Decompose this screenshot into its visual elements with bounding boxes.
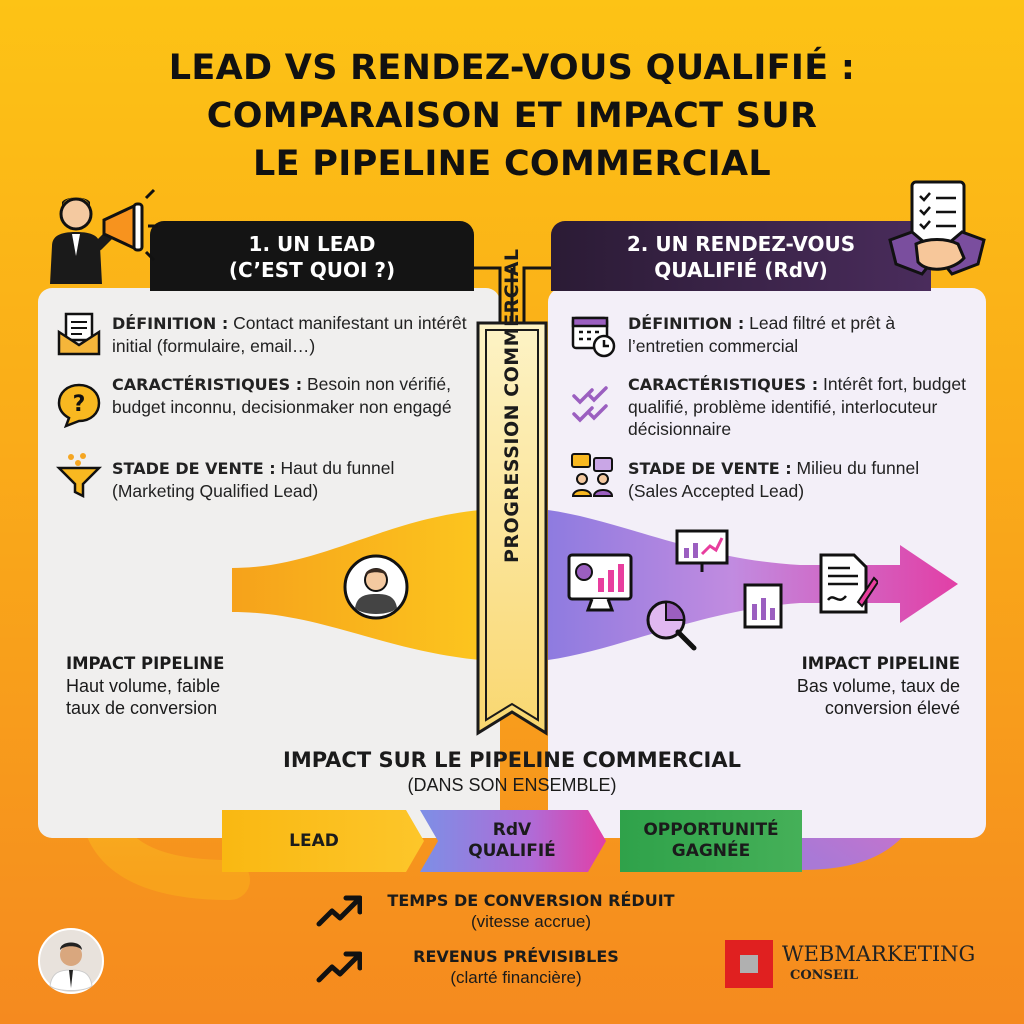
trend-up-icon: [316, 951, 362, 983]
rdv-impact: IMPACT PIPELINE Bas volume, taux de conv…: [740, 652, 960, 719]
lead-definition: DÉFINITION : Contact manifestant un inté…: [112, 312, 482, 357]
benefit-speed-subtitle: (vitesse accrue): [471, 912, 591, 931]
signed-contract-icon: [819, 553, 878, 614]
pipeline-subtitle: (DANS SON ENSEMBLE): [407, 775, 617, 795]
double-check-icon: [572, 386, 608, 423]
step-rdv-line-2: QUALIFIÉ: [468, 841, 556, 861]
chat-people-icon: [571, 453, 614, 497]
step-lead: LEAD: [222, 810, 406, 872]
brand-subname: CONSEIL: [790, 968, 859, 983]
benefit-speed: TEMPS DE CONVERSION RÉDUIT (vitesse accr…: [366, 890, 696, 932]
rdv-impact-title: IMPACT PIPELINE: [801, 654, 960, 673]
question-bubble-icon: ?: [57, 383, 101, 428]
calendar-clock-icon: [571, 316, 616, 358]
benefit-revenue-subtitle: (clarté financière): [450, 968, 582, 987]
lead-stade-label: STADE DE VENTE :: [112, 459, 276, 478]
title-line-3: LE PIPELINE COMMERCIAL: [253, 144, 771, 184]
benefit-revenue: REVENUS PRÉVISIBLES (clarté financière): [366, 946, 666, 988]
step-rdv: RdV QUALIFIÉ: [432, 810, 592, 872]
lead-caracteristiques-text: Besoin non vérifié, budget inconnu, deci…: [112, 374, 452, 417]
rdv-definition-text: Lead filtré et prêt à l’entretien commer…: [628, 313, 896, 356]
author-avatar: [38, 928, 104, 994]
rdv-caracteristiques-text: Intérêt fort, budget qualifié, problème …: [628, 374, 966, 439]
rdv-header-line-2: QUALIFIÉ (RdV): [654, 258, 828, 282]
lead-caracteristiques-label: CARACTÉRISTIQUES :: [112, 375, 303, 394]
lead-definition-label: DÉFINITION :: [112, 314, 229, 333]
funnel-icon: [56, 453, 102, 498]
svg-text:?: ?: [73, 392, 86, 417]
benefit-speed-title: TEMPS DE CONVERSION RÉDUIT: [387, 891, 675, 910]
step-opportunity-shape: [620, 810, 802, 872]
benefit-revenue-title: REVENUS PRÉVISIBLES: [413, 947, 619, 966]
trend-up-icon: [316, 895, 362, 927]
rdv-stade-text: Milieu du funnel (Sales Accepted Lead): [628, 458, 920, 501]
lead-impact-line-2: taux de conversion: [66, 698, 218, 718]
step-lead-label: LEAD: [289, 830, 339, 851]
step-opportunity: OPPORTUNITÉ GAGNÉE: [620, 810, 802, 872]
brand-logo-mark: [725, 940, 773, 988]
lead-header-line-1: 1. UN LEAD: [248, 232, 376, 256]
pie-magnifier-icon: [646, 600, 697, 651]
title-line-1: LEAD VS RENDEZ-VOUS QUALIFIÉ :: [168, 48, 856, 88]
lead-impact-line-1: Haut volume, faible: [66, 676, 221, 696]
rdv-definition-label: DÉFINITION :: [628, 314, 745, 333]
rdv-stade-label: STADE DE VENTE :: [628, 459, 792, 478]
banner-connector: [474, 266, 551, 323]
rdv-definition: DÉFINITION : Lead filtré et prêt à l’ent…: [628, 312, 968, 357]
lead-impact-title: IMPACT PIPELINE: [66, 654, 225, 673]
title-line-2: COMPARAISON ET IMPACT SUR: [206, 96, 818, 136]
lead-stade-text: Haut du funnel (Marketing Qualified Lead…: [112, 458, 395, 501]
lead-definition-text: Contact manifestant un intérêt initial (…: [112, 313, 467, 356]
lead-header: 1. UN LEAD (C’EST QUOI ?): [150, 221, 474, 291]
pipeline-section-header: IMPACT SUR LE PIPELINE COMMERCIAL (DANS …: [212, 746, 812, 796]
dashboard-monitor-icon: [567, 553, 633, 612]
rdv-header-line-1: 2. UN RENDEZ-VOUS: [626, 232, 856, 256]
rdv-stade: STADE DE VENTE : Milieu du funnel (Sales…: [628, 457, 968, 502]
step-rdv-shape: [420, 810, 606, 872]
rdv-header: 2. UN RENDEZ-VOUS QUALIFIÉ (RdV): [551, 221, 931, 291]
step-opportunity-line-1: OPPORTUNITÉ: [643, 820, 779, 840]
lead-stade: STADE DE VENTE : Haut du funnel (Marketi…: [112, 457, 472, 502]
rdv-impact-line-1: Bas volume, taux de: [796, 676, 960, 696]
rdv-impact-line-2: conversion élevé: [824, 698, 960, 718]
lead-header-line-2: (C’EST QUOI ?): [228, 258, 396, 282]
report-document-icon: [743, 583, 783, 629]
rdv-caracteristiques: CARACTÉRISTIQUES : Intérêt fort, budget …: [628, 373, 968, 440]
step-rdv-line-1: RdV: [492, 820, 532, 840]
megaphone-person-icon: [50, 188, 158, 284]
page-title: LEAD VS RENDEZ-VOUS QUALIFIÉ : COMPARAIS…: [0, 44, 1024, 188]
lead-impact: IMPACT PIPELINE Haut volume, faible taux…: [66, 652, 286, 719]
handshake-checklist-icon: [888, 180, 986, 276]
presentation-chart-icon: [675, 529, 729, 572]
step-lead-shape: [222, 810, 424, 872]
lead-person-avatar: [343, 554, 409, 620]
email-icon: [57, 312, 101, 356]
rdv-caracteristiques-label: CARACTÉRISTIQUES :: [628, 375, 819, 394]
lead-caracteristiques: CARACTÉRISTIQUES : Besoin non vérifié, b…: [112, 373, 462, 418]
brand-name: WEBMARKETING: [782, 942, 976, 966]
progression-banner: [476, 321, 548, 736]
step-opportunity-line-2: GAGNÉE: [671, 841, 751, 861]
pipeline-title: IMPACT SUR LE PIPELINE COMMERCIAL: [283, 748, 741, 772]
